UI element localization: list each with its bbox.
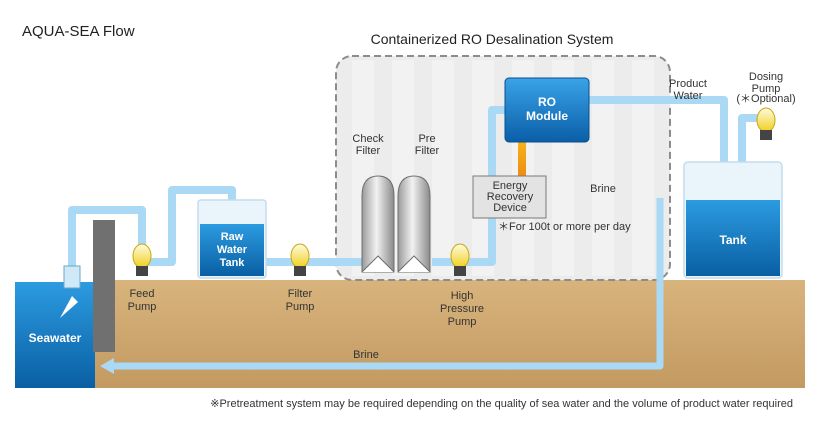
filter-pump-label-2: Pump bbox=[286, 301, 315, 313]
dosing-pump-label-3: (＊Optional) bbox=[736, 93, 795, 105]
ro-module bbox=[504, 77, 590, 143]
hp-pump-label-3: Pump bbox=[448, 316, 477, 328]
filter-pump-label-1: Filter bbox=[288, 288, 313, 300]
erd-label-2: Recovery bbox=[487, 191, 534, 203]
raw-water-tank-fill bbox=[200, 224, 264, 276]
check-filter bbox=[361, 175, 395, 273]
intake-pipe bbox=[68, 206, 146, 278]
brine-pipe bbox=[112, 194, 664, 370]
brine-upper-label: Brine bbox=[590, 183, 616, 195]
pre-filter bbox=[397, 175, 431, 273]
ground bbox=[95, 280, 805, 388]
feed-pump-label-2: Pump bbox=[128, 301, 157, 313]
ro-module-label-1: RO bbox=[538, 95, 556, 109]
pre-filter-label-1: Pre bbox=[418, 133, 435, 145]
erd-note: ＊For 100t or more per day bbox=[498, 221, 631, 233]
product-water-label-1: Product bbox=[669, 78, 707, 90]
erd-label-1: Energy bbox=[493, 180, 528, 192]
page-title: AQUA-SEA Flow bbox=[22, 23, 135, 40]
hp-pump-label-1: High bbox=[451, 290, 474, 302]
raw-tank-label-1: Raw bbox=[221, 231, 244, 243]
hp-pump-label-2: Pressure bbox=[440, 303, 484, 315]
dosing-pump-label-1: Dosing bbox=[749, 71, 783, 83]
check-filter-label-2: Filter bbox=[356, 145, 381, 157]
pre-filter-label-2: Filter bbox=[415, 145, 440, 157]
ro-erd-connector bbox=[518, 142, 526, 178]
dosing-pump-label-2: Pump bbox=[752, 83, 781, 95]
check-filter-label-1: Check bbox=[352, 133, 384, 145]
dosing-pump bbox=[756, 107, 776, 140]
energy-recovery-device bbox=[472, 175, 547, 219]
raw-tank-label-3: Tank bbox=[220, 257, 246, 269]
intake-strainer bbox=[63, 265, 81, 289]
brine-lower-label: Brine bbox=[353, 349, 379, 361]
product-water-label-2: Water bbox=[674, 90, 703, 102]
high-pressure-pump bbox=[450, 243, 470, 276]
arrow-brine-return bbox=[100, 358, 114, 374]
raw-tank-label-2: Water bbox=[217, 244, 248, 256]
seawater-label: Seawater bbox=[29, 331, 82, 345]
footnote: ※Pretreatment system may be required dep… bbox=[210, 398, 793, 410]
ro-module-label-2: Module bbox=[526, 109, 568, 123]
erd-label-3: Device bbox=[493, 202, 527, 214]
product-water-pipe bbox=[588, 96, 728, 190]
feed-to-tank-pipe bbox=[148, 186, 236, 266]
feed-pump bbox=[132, 243, 152, 276]
arrow-seawater-in bbox=[60, 296, 78, 318]
feed-pump-label-1: Feed bbox=[129, 288, 154, 300]
product-tank-fill bbox=[686, 200, 780, 276]
wall bbox=[93, 220, 115, 352]
filter-pump bbox=[290, 243, 310, 276]
seawater-body bbox=[15, 282, 95, 388]
system-title: Containerized RO Desalination System bbox=[371, 31, 614, 47]
tank-label: Tank bbox=[719, 233, 746, 247]
